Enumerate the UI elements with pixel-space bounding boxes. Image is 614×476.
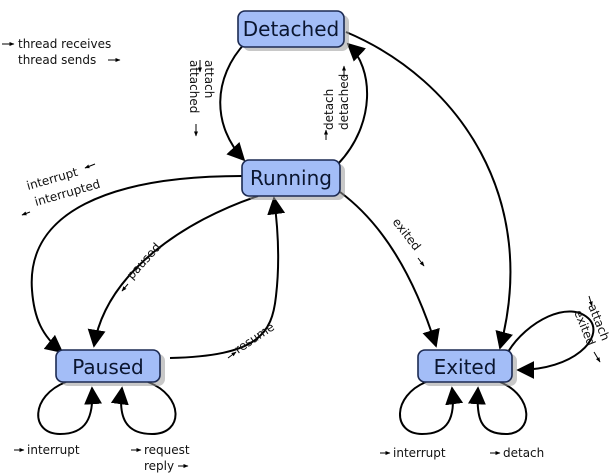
label-attached: attached	[187, 60, 201, 113]
label-exited: exited	[390, 215, 424, 253]
label-reply: reply	[144, 459, 174, 473]
edges	[30, 31, 595, 436]
label-resume: resume	[232, 320, 277, 357]
label-request-group: request reply	[131, 443, 190, 473]
node-label-paused: Paused	[72, 355, 144, 379]
edge-running-to-exited	[339, 191, 440, 348]
label-paused-group: paused	[121, 240, 164, 292]
label-exit-attach-group: attach exited	[571, 295, 613, 363]
label-exited-interrupt-group: interrupt	[380, 446, 446, 460]
legend: thread receives thread sends	[2, 37, 121, 67]
label-exited-interrupt: interrupt	[393, 446, 446, 460]
label-detached: detached	[337, 74, 351, 130]
legend-receives: thread receives	[18, 37, 111, 51]
label-exited-detach: detach	[503, 446, 544, 460]
label-exited-detach-group: detach	[490, 446, 544, 460]
edge-paused-loop-interrupt	[37, 381, 103, 436]
node-paused: Paused	[55, 349, 165, 386]
node-running: Running	[241, 159, 345, 200]
label-resume-group: resume	[227, 320, 277, 359]
edge-paused-to-running	[169, 196, 286, 359]
node-label-detached: Detached	[243, 17, 339, 41]
edge-detached-to-running	[219, 41, 247, 162]
edge-running-to-paused-interrupt	[30, 175, 243, 354]
node-exited: Exited	[417, 349, 517, 386]
edge-paused-loop-request	[110, 381, 177, 436]
label-detach-group: detach detached	[322, 65, 351, 140]
edge-exited-loop-detach	[467, 381, 528, 436]
label-attach-group: attach attached	[187, 60, 216, 137]
edge-running-to-paused	[87, 195, 259, 348]
legend-sends: thread sends	[18, 53, 96, 67]
edge-running-to-detached	[337, 42, 369, 165]
label-paused-interrupt-group: interrupt	[14, 443, 80, 457]
label-detach: detach	[322, 89, 336, 130]
edge-exited-loop-attach	[507, 310, 595, 379]
edge-detached-to-exited	[345, 31, 513, 350]
label-attach: attach	[202, 60, 216, 98]
label-request: request	[144, 443, 190, 457]
node-label-exited: Exited	[434, 355, 497, 379]
label-exited-group: exited	[390, 215, 425, 267]
label-interrupt-group: interrupt interrupted	[21, 163, 102, 216]
label-paused: paused	[124, 240, 164, 282]
edge-exited-loop-interrupt	[399, 381, 464, 436]
label-paused-interrupt: interrupt	[27, 443, 80, 457]
node-detached: Detached	[237, 10, 349, 51]
node-label-running: Running	[250, 166, 332, 190]
